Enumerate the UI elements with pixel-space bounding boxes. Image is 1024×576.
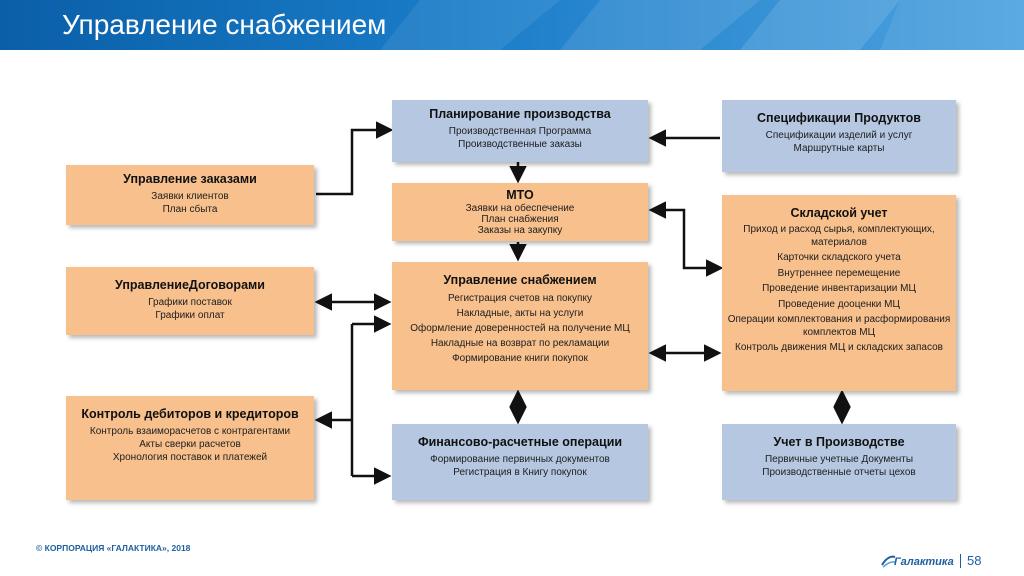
box-title: Управление заказами <box>123 172 257 186</box>
box-planning: Планирование производства Производственн… <box>392 100 648 162</box>
box-item: Хронология поставок и платежей <box>112 452 268 463</box>
box-item: Первичные учетные Документы <box>764 454 914 465</box>
box-title: Планирование производства <box>429 107 611 121</box>
copyright-text: © КОРПОРАЦИЯ «ГАЛАКТИКА», 2018 <box>36 543 191 553</box>
box-title: Управление снабжением <box>443 273 597 287</box>
box-production: Учет в Производстве Первичные учетные До… <box>722 424 956 500</box>
box-item: Спецификации изделий и услуг <box>765 130 913 141</box>
box-title: УправлениеДоговорами <box>115 278 265 292</box>
page-number: 58 <box>960 554 981 568</box>
company-logo: Галактика <box>880 553 972 573</box>
box-supply: Управление снабжением Регистрация счетов… <box>392 262 648 390</box>
box-title: Спецификации Продуктов <box>757 111 921 125</box>
box-item: Накладные, акты на услуги <box>456 308 584 319</box>
box-title: Складской учет <box>790 206 888 220</box>
box-item: Формирование первичных документов <box>430 454 610 465</box>
box-mto: МТО Заявки на обеспечение План снабжения… <box>392 183 648 241</box>
box-item: Производственные отчеты цехов <box>762 467 916 478</box>
galaxy-logo-icon <box>881 555 896 568</box>
box-item: Контроль взаиморасчетов с контрагентами <box>89 426 291 437</box>
box-item: Заказы на закупку <box>477 225 563 236</box>
box-item: Маршрутные карты <box>793 143 885 154</box>
box-title: Учет в Производстве <box>773 435 905 449</box>
box-item: Проведение дооценки МЦ <box>778 298 900 310</box>
box-contracts: УправлениеДоговорами Графики поставок Гр… <box>66 267 314 335</box>
box-item: Оформление доверенностей на получение МЦ <box>410 323 630 334</box>
box-orders: Управление заказами Заявки клиентов План… <box>66 165 314 225</box>
arrow-warehouse-mto <box>648 201 724 277</box>
box-finance: Финансово-расчетные операции Формировани… <box>392 424 648 500</box>
box-item: Заявки клиентов <box>151 191 229 202</box>
box-item: Контроль движения МЦ и складских запасов <box>735 342 943 353</box>
box-item: Регистрация счетов на покупку <box>448 293 592 304</box>
box-specs: Спецификации Продуктов Спецификации изде… <box>722 100 956 172</box>
box-item: Заявки на обеспечение <box>465 203 575 214</box>
box-item: Приход и расход сырья, комплектующих, ма… <box>743 224 935 248</box>
logo-text: Галактика <box>894 556 954 568</box>
box-item: Карточки складского учета <box>777 252 901 263</box>
box-title: Финансово-расчетные операции <box>417 435 623 449</box>
page-title: Управление снабжением <box>62 9 387 40</box>
box-item: План сбыта <box>162 204 218 215</box>
box-item: Графики оплат <box>155 310 225 321</box>
box-item: Графики поставок <box>148 297 232 308</box>
box-item: Регистрация в Книгу покупок <box>453 467 587 478</box>
box-item: Формирование книги покупок <box>452 353 588 364</box>
box-item: Внутреннее перемещение <box>777 267 901 279</box>
header-bar: Управление снабжением <box>0 0 1024 50</box>
box-item: Накладные на возврат по рекламации <box>430 338 610 349</box>
header-decoration <box>380 0 1024 50</box>
box-item: План снабжения <box>481 214 559 225</box>
box-item: Операции комплектования и расформировани… <box>727 314 951 338</box>
box-item: Производственная Программа <box>448 126 592 137</box>
box-item: Производственные заказы <box>458 139 582 150</box>
box-title: Контроль дебиторов и кредиторов <box>81 407 299 421</box>
box-item: Акты сверки расчетов <box>139 439 241 450</box>
box-title: МТО <box>506 188 534 202</box>
box-debtors: Контроль дебиторов и кредиторов Контроль… <box>66 396 314 500</box>
box-warehouse: Складской учет Приход и расход сырья, ко… <box>722 195 956 391</box>
box-item: Проведение инвентаризации МЦ <box>762 283 916 294</box>
arrow-orders-to-planning <box>316 121 394 196</box>
